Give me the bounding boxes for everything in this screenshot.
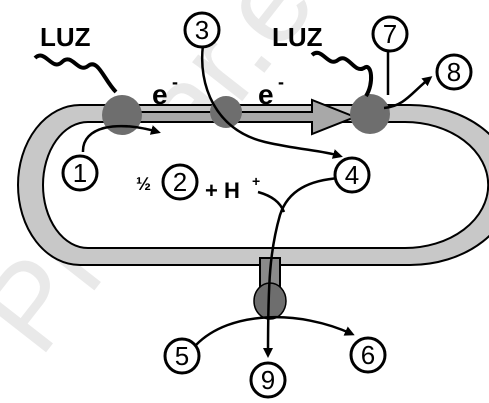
plus-h-label: + H [205, 178, 240, 203]
arrow-to-8 [383, 76, 433, 110]
svg-text:7: 7 [383, 19, 397, 49]
svg-text:1: 1 [73, 158, 87, 188]
electron-label-1: e [152, 79, 168, 110]
svg-text:9: 9 [261, 365, 275, 395]
electron-charge-1: - [172, 72, 178, 92]
number-1: 1 [61, 154, 99, 192]
arrow-5-to-6 [195, 315, 355, 346]
membrane-inner [42, 121, 489, 249]
number-9: 9 [249, 361, 287, 399]
photosystem-i [350, 94, 390, 134]
number-4: 4 [333, 156, 371, 194]
svg-text:6: 6 [361, 340, 375, 370]
electron-label-2: e [258, 79, 274, 110]
h-charge-label: + [252, 173, 260, 189]
svg-text:5: 5 [175, 341, 189, 371]
arrow-1-to-2 [81, 124, 161, 153]
svg-text:8: 8 [447, 57, 461, 87]
svg-text:2: 2 [173, 167, 187, 197]
number-3: 3 [183, 11, 221, 49]
number-8: 8 [435, 53, 473, 91]
luz-label-right: LUZ [272, 22, 323, 52]
arrow-4-to-9 [263, 176, 341, 358]
number-7: 7 [371, 15, 409, 53]
svg-text:3: 3 [195, 15, 209, 45]
number-2: 2 [161, 163, 199, 201]
luz-label-left: LUZ [40, 22, 91, 52]
photosystem-ii [102, 95, 142, 135]
svg-text:4: 4 [345, 160, 359, 190]
number-5: 5 [163, 337, 201, 375]
cytochrome-complex [210, 96, 242, 128]
number-6: 6 [349, 336, 387, 374]
light-wave-left [33, 53, 118, 94]
half-label: ½ [136, 174, 151, 194]
electron-charge-2: - [278, 72, 284, 92]
hydrogen-join [257, 190, 286, 213]
light-wave-right [310, 50, 373, 98]
arrow-3-to-4 [200, 44, 343, 159]
